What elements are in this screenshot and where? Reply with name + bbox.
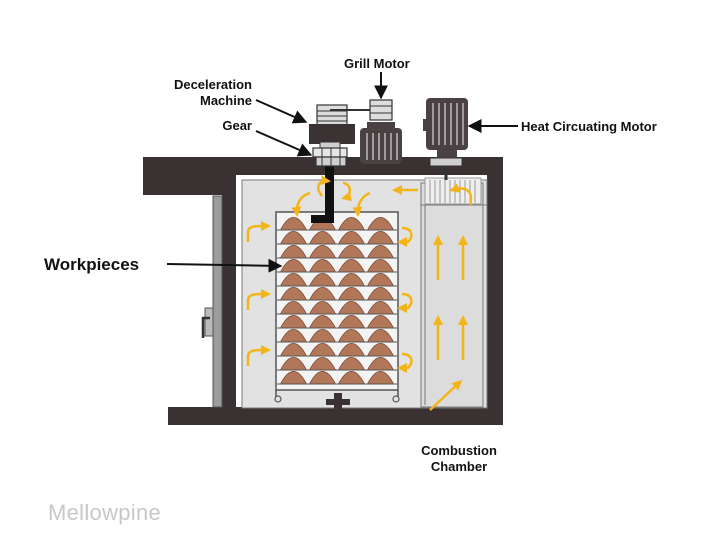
airflow-uturn-arrow bbox=[397, 292, 413, 313]
airflow-curved-arrow bbox=[449, 183, 473, 206]
label-pointers bbox=[166, 72, 518, 273]
deceleration-pointer bbox=[255, 99, 308, 124]
heating-duct bbox=[420, 182, 487, 408]
airflow-uturn-arrow bbox=[246, 289, 271, 310]
airflow-arrows bbox=[246, 175, 473, 411]
label-grill-motor: Grill Motor bbox=[344, 56, 410, 71]
heat-circulating-motor bbox=[423, 98, 468, 180]
workpiece-rows bbox=[277, 216, 397, 385]
airflow-curved-arrow bbox=[352, 191, 371, 217]
label-gear: Gear bbox=[222, 118, 252, 133]
label-deceleration-machine: Deceleration bbox=[174, 77, 252, 92]
rack-stand bbox=[326, 393, 350, 423]
airflow-uturn-arrow bbox=[397, 352, 413, 373]
airflow-curved-arrow bbox=[291, 191, 311, 217]
oven-door bbox=[201, 195, 223, 408]
grill-motor bbox=[360, 99, 402, 164]
airflow-swirl-arrow bbox=[317, 175, 331, 197]
label-combustion-chamber: Combustion bbox=[421, 443, 497, 458]
airflow-uturn-arrow bbox=[397, 226, 413, 247]
gear bbox=[312, 147, 348, 167]
deceleration-machine bbox=[309, 104, 355, 152]
airflow-diagonal-arrow bbox=[429, 379, 463, 411]
label-workpieces: Workpieces bbox=[44, 255, 139, 274]
label-heat-circulating-motor: Heat Circuating Motor bbox=[521, 119, 657, 134]
label-deceleration-machine: Machine bbox=[200, 93, 252, 108]
airflow-uturn-arrow bbox=[246, 345, 271, 366]
workpieces-pointer bbox=[166, 258, 283, 273]
watermark: Mellowpine bbox=[48, 500, 162, 525]
gear-pointer bbox=[255, 130, 313, 157]
label-combustion-chamber: Chamber bbox=[431, 459, 487, 474]
airflow-swirl-arrow bbox=[341, 181, 353, 202]
airflow-uturn-arrow bbox=[246, 221, 271, 242]
drive-shaft bbox=[311, 162, 334, 223]
